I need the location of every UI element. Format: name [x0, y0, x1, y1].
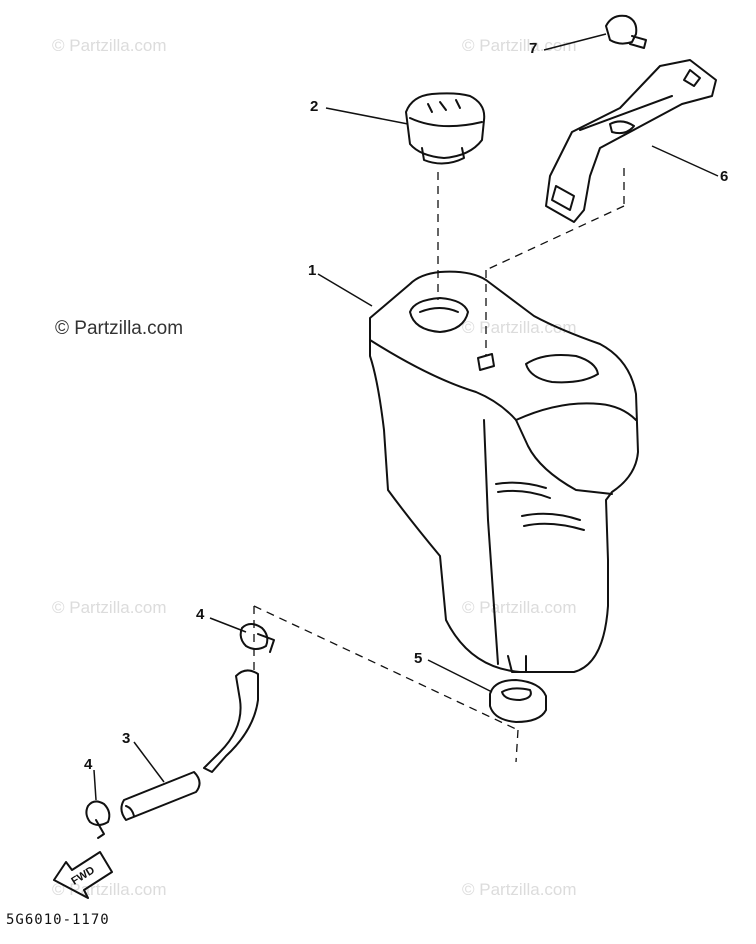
watermark: © Partzilla.com: [52, 598, 167, 617]
callout-4-upper: 4: [196, 606, 205, 623]
watermark: © Partzilla.com: [52, 36, 167, 55]
callout-7: 7: [529, 40, 538, 57]
watermark: © Partzilla.com: [462, 598, 577, 617]
grommet-part-5: [489, 679, 547, 723]
callout-6: 6: [720, 168, 729, 185]
bracket-part-6: [545, 59, 717, 223]
callout-3: 3: [122, 730, 131, 747]
fwd-arrow: [53, 851, 113, 899]
callout-5: 5: [414, 650, 423, 667]
clamp-part-4-lower: [85, 800, 111, 839]
watermark-main: © Partzilla.com: [55, 318, 184, 339]
callout-2: 2: [310, 98, 319, 115]
watermark: © Partzilla.com: [462, 36, 577, 55]
leader-lines: [93, 33, 719, 801]
bolt-part-7: [605, 14, 647, 49]
hose-part-3: [120, 669, 259, 821]
alignment-lines: [253, 168, 625, 763]
cap-part-2: [405, 92, 486, 165]
tank-part-1: [369, 270, 639, 673]
watermark: © Partzilla.com: [462, 880, 577, 899]
callout-4-lower: 4: [84, 756, 93, 773]
clamp-part-4-upper: [239, 623, 275, 653]
diagram-code: 5G6010-1170: [6, 912, 110, 928]
callout-1: 1: [308, 262, 317, 279]
